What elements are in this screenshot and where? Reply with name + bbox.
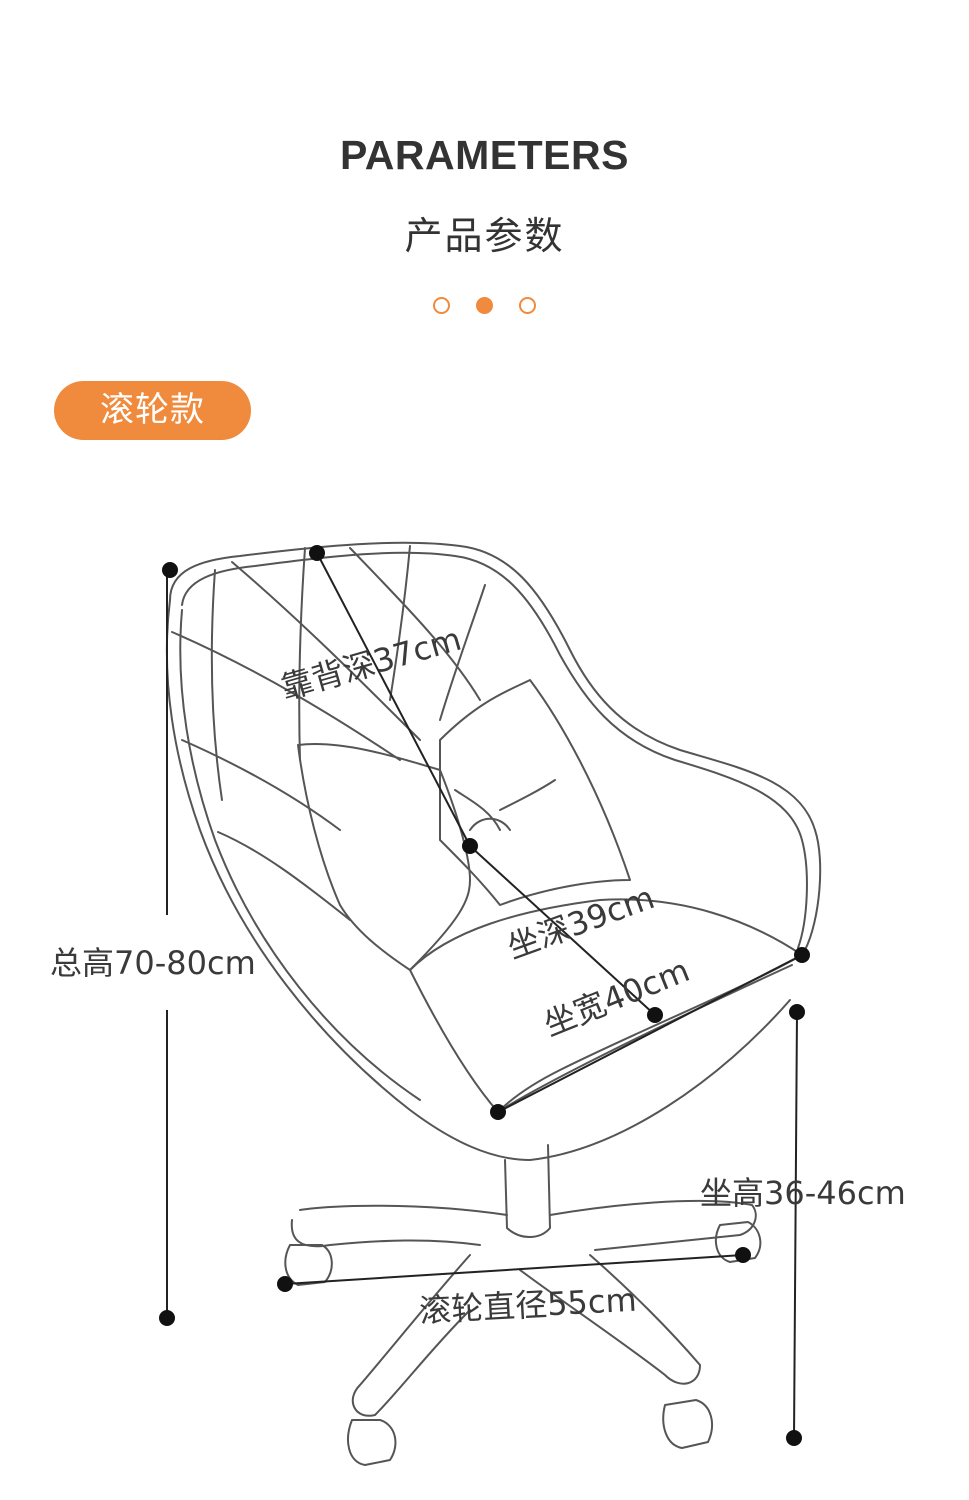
quilt-line — [389, 545, 411, 701]
page-title: PARAMETERS — [340, 132, 629, 178]
chair-wheel — [714, 1221, 762, 1263]
label-seat-height: 坐高36-46cm — [700, 1174, 906, 1212]
pagination-dot-1[interactable] — [433, 297, 450, 314]
dim-point — [789, 1004, 805, 1020]
dim-line-seat-width — [497, 954, 803, 1113]
chair-backrest-outline — [169, 541, 822, 951]
chair-cylinder — [504, 1144, 551, 1238]
chair-base — [290, 1199, 757, 1417]
dim-point — [794, 947, 810, 963]
dim-line-wheel-diameter — [284, 1254, 744, 1285]
chair-wheel — [284, 1244, 333, 1286]
chair-seat-front — [497, 964, 793, 1113]
dim-point — [162, 562, 178, 578]
pillow-left — [297, 743, 471, 971]
chair-shell-left-inner — [179, 609, 421, 1101]
pillow-knot — [454, 779, 556, 831]
quilt-line — [210, 569, 223, 801]
chair-wheel — [662, 1399, 713, 1449]
page-subtitle: 产品参数 — [404, 214, 565, 258]
dim-line-seat-depth — [469, 845, 656, 1016]
chair-shell-left — [165, 599, 791, 1161]
dim-point — [786, 1430, 802, 1446]
quilt-line — [181, 739, 341, 831]
dim-point — [735, 1247, 751, 1263]
quilt-line — [171, 631, 401, 761]
variant-badge: 滚轮款 — [54, 381, 251, 440]
quilt-line — [217, 831, 351, 921]
quilt-line — [231, 561, 421, 741]
pillow-right — [438, 679, 631, 906]
dim-point — [647, 1007, 663, 1023]
chair-backrest-inner — [181, 551, 808, 949]
dim-point — [490, 1104, 506, 1120]
quilt-line — [298, 547, 306, 761]
dim-line-seat-height — [793, 1011, 798, 1439]
dim-point — [159, 1310, 175, 1326]
pagination-dots — [0, 297, 969, 314]
dim-line-back-depth — [316, 552, 471, 847]
quilt-line — [349, 547, 481, 701]
pagination-dot-2[interactable] — [476, 297, 493, 314]
dim-point — [462, 838, 478, 854]
quilt-line — [439, 584, 486, 721]
dim-point — [277, 1276, 293, 1292]
chair-wheel — [347, 1419, 397, 1466]
label-total-height: 总高70-80cm — [50, 944, 256, 982]
dim-point — [309, 545, 325, 561]
pagination-dot-3[interactable] — [519, 297, 536, 314]
